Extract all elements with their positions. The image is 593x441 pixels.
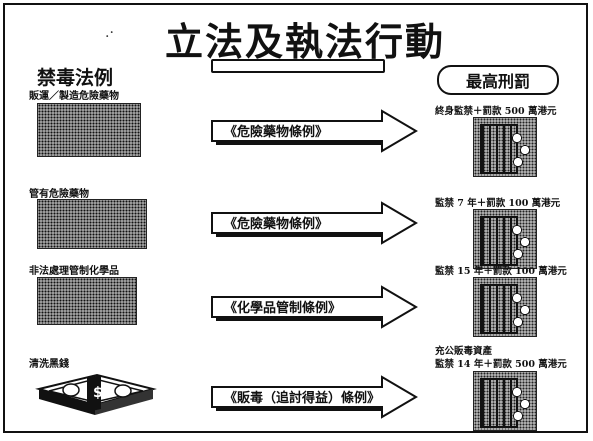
page-title: 立法及執法行動 [165, 19, 446, 64]
category-label-money-laundering: 清洗黑錢 [29, 359, 69, 370]
penalty-text-2: 監禁 7 年＋罰款 100 萬港元 [435, 198, 561, 209]
jail-money-image-1 [473, 117, 537, 177]
jail-money-image-3 [473, 277, 537, 337]
ink-mark: .· [105, 25, 114, 41]
ordinance-arrow-2: 《危險藥物條例》 [210, 201, 420, 245]
arrow-shape [211, 375, 418, 419]
drugs-photo [37, 199, 147, 249]
ordinance-arrow-4: 《販毒（追討得益）條例》 [210, 375, 420, 419]
penalty-text-4a: 充公販毒資產 [435, 346, 493, 357]
right-section-heading-oval: 最高刑罰 [437, 65, 559, 95]
ordinance-label-1: 《危險藥物條例》 [224, 125, 329, 140]
arrow-shape [211, 201, 418, 245]
title-underline-bar [211, 59, 385, 73]
category-label-chemicals: 非法處理管制化學品 [29, 266, 119, 277]
penalty-text-4b: 監禁 14 年＋罰款 500 萬港元 [435, 359, 567, 370]
jail-money-image-2 [473, 209, 537, 269]
money-stack-icon: $ [35, 373, 157, 415]
right-section-heading: 最高刑罰 [465, 72, 530, 91]
arrow-shape [211, 285, 418, 329]
ordinance-label-2: 《危險藥物條例》 [224, 217, 329, 232]
category-label-trafficking: 販運／製造危險藥物 [29, 91, 119, 102]
ordinance-arrow-1: 《危險藥物條例》 [210, 109, 420, 153]
ordinance-label-4: 《販毒（追討得益）條例》 [224, 391, 381, 406]
currency-symbol: $ [93, 385, 103, 401]
handshake-photo [37, 103, 141, 157]
arrow-shape [211, 109, 418, 153]
chemicals-photo [37, 277, 137, 325]
category-label-possession: 管有危險藥物 [29, 189, 89, 200]
jail-money-image-4 [473, 371, 537, 431]
penalty-text-1: 終身監禁＋罰款 500 萬港元 [435, 106, 557, 117]
left-section-heading: 禁毒法例 [37, 67, 114, 89]
penalty-text-3: 監禁 15 年＋罰款 100 萬港元 [435, 266, 567, 277]
slide: .· 立法及執法行動 禁毒法例 最高刑罰 販運／製造危險藥物 《危險藥物條例》 … [3, 3, 588, 433]
ordinance-label-3: 《化學品管制條例》 [224, 301, 342, 316]
ordinance-arrow-3: 《化學品管制條例》 [210, 285, 420, 329]
